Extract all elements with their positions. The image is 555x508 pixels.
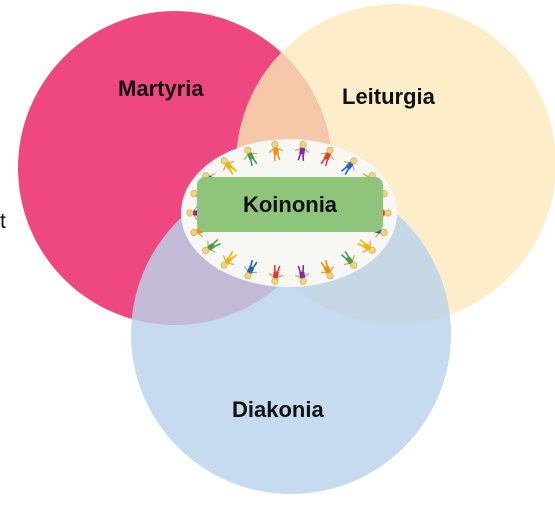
- left-edge-text-fragment: t: [0, 210, 6, 234]
- koinonia-center-box: Koinonia: [197, 177, 383, 232]
- koinonia-label: Koinonia: [243, 192, 337, 218]
- diakonia-label: Diakonia: [232, 397, 324, 423]
- martyria-label: Martyria: [118, 76, 204, 102]
- leiturgia-label: Leiturgia: [342, 84, 435, 110]
